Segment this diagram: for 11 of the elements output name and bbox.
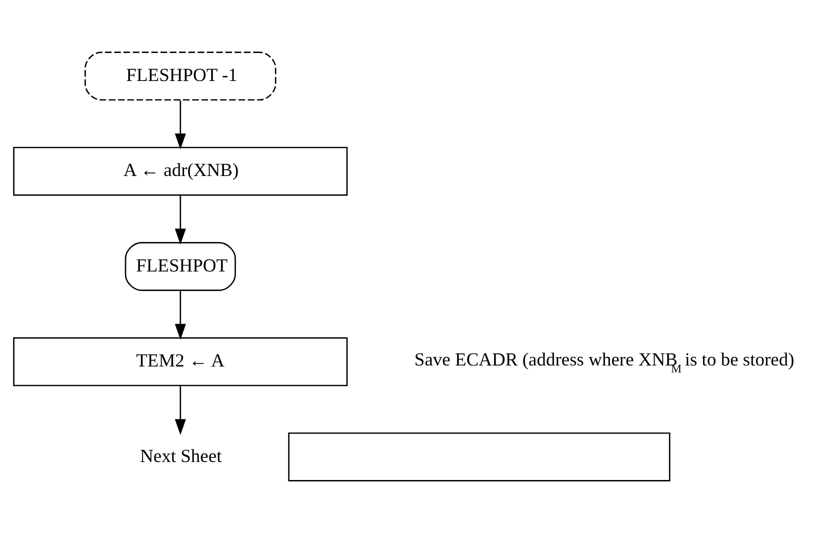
node-text: Next Sheet bbox=[140, 446, 222, 467]
node-box: A ← adr(XNB) bbox=[13, 146, 348, 196]
node-box bbox=[288, 432, 670, 482]
node-box: FLESHPOT bbox=[124, 242, 236, 291]
node-box: FLESHPOT -1 bbox=[84, 52, 276, 101]
node-box: TEM2 ← A bbox=[13, 337, 348, 386]
arrow bbox=[174, 386, 186, 435]
arrow bbox=[174, 290, 186, 340]
arrow bbox=[174, 196, 186, 245]
node-label: Save ECADR (address where XNB$_{M}$ is to be stored) bbox=[414, 350, 794, 376]
arrow bbox=[174, 100, 186, 150]
